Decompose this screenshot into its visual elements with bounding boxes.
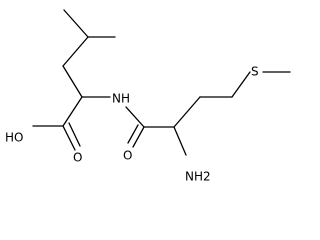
bond-methyl-left bbox=[63, 9, 89, 38]
amide-nitrogen-label: NH bbox=[112, 92, 130, 106]
bond-amide-double-1 bbox=[132, 126, 145, 148]
sulfur-label: S bbox=[251, 65, 259, 79]
bond-alpha2-amine bbox=[173, 126, 187, 156]
bond-ch2-sulfur bbox=[231, 71, 251, 98]
amide-oxygen-label: O bbox=[123, 149, 132, 163]
carboxyl-oxygen-label: O bbox=[73, 151, 82, 165]
bond-nitrogen-carbonyl bbox=[125, 106, 145, 128]
bond-isobutyl-ch2 bbox=[62, 36, 89, 67]
bond-carboxyl-double-1 bbox=[62, 125, 76, 151]
bond-ch2-alpha bbox=[62, 65, 83, 98]
bond-carboxyl-double-2 bbox=[68, 122, 81, 147]
hydroxyl-label: HO bbox=[5, 131, 23, 145]
bond-amide-double-2 bbox=[127, 124, 139, 144]
bond-alpha2-ch2 bbox=[173, 96, 201, 128]
chemical-structure-diagram: HO NH S O O NH2 bbox=[5, 9, 291, 184]
amine-label: NH2 bbox=[185, 170, 211, 184]
bond-alpha-carboxyl bbox=[62, 96, 83, 127]
